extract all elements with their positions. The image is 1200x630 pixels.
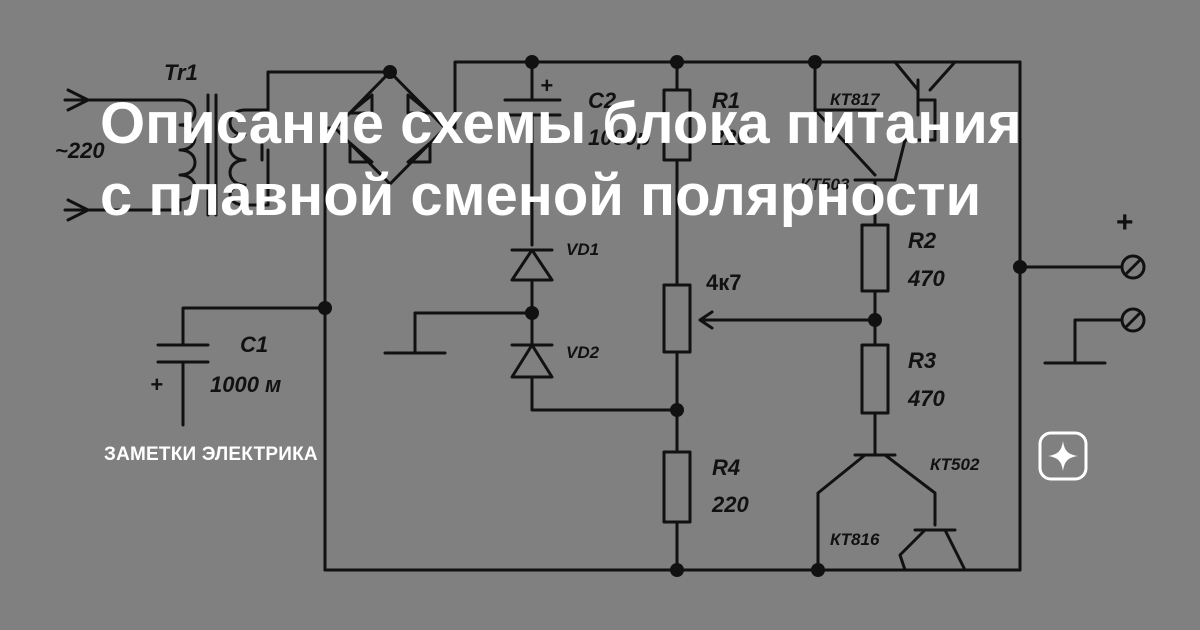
capacitor-c2	[503, 60, 562, 157]
label-vd1: VD1	[566, 240, 599, 259]
transistor-kt502	[816, 453, 937, 572]
diode-bridge	[323, 60, 1022, 572]
channel-name[interactable]: ЗАМЕТКИ ЭЛЕКТРИКА	[104, 444, 318, 465]
mains-input	[63, 88, 182, 222]
label-output-plus: +	[1116, 206, 1134, 239]
label-r2-value: 470	[907, 266, 945, 291]
label-tr1: Tr1	[164, 60, 198, 85]
label-c1-plus: +	[150, 372, 163, 397]
label-r2-name: R2	[908, 228, 937, 253]
transformer-tr1	[178, 70, 392, 217]
resistor-r1	[662, 60, 692, 287]
label-kt503: КТ503	[800, 175, 850, 194]
label-c1-name: C1	[240, 332, 268, 357]
label-r1-value: 220	[711, 125, 749, 150]
label-c1-value: 1000 м	[210, 372, 281, 397]
label-r4-name: R4	[712, 455, 740, 480]
junctions	[318, 55, 1027, 577]
article-title[interactable]: Описание схемы блока питания с плавной с…	[100, 91, 1022, 228]
label-kt816: КТ816	[830, 530, 880, 549]
label-mains: ~220	[55, 138, 105, 163]
label-kt502: КТ502	[930, 455, 980, 474]
label-kt817: КТ817	[830, 90, 881, 109]
transistor-kt503	[813, 108, 907, 227]
label-c2-plus: +	[540, 73, 553, 98]
label-r1-name: R1	[712, 88, 740, 113]
zener-vd1	[510, 153, 554, 315]
sparkle-star-icon[interactable]	[1038, 431, 1088, 481]
label-c2-name: C2	[588, 88, 617, 113]
label-r3-value: 470	[907, 386, 945, 411]
label-r4-value: 220	[711, 492, 749, 517]
label-r3-name: R3	[908, 348, 936, 373]
label-c2-value: 1000р	[588, 125, 650, 150]
label-vd2: VD2	[566, 343, 600, 362]
resistor-r3	[860, 343, 890, 457]
output-terminals	[1018, 60, 1146, 572]
transistor-kt816	[898, 528, 967, 572]
potentiometer-4k7	[662, 283, 877, 454]
zener-vd2	[383, 311, 679, 412]
capacitor-c1	[156, 306, 327, 427]
resistor-r4	[323, 450, 1022, 572]
label-pot-value: 4к7	[706, 270, 741, 295]
